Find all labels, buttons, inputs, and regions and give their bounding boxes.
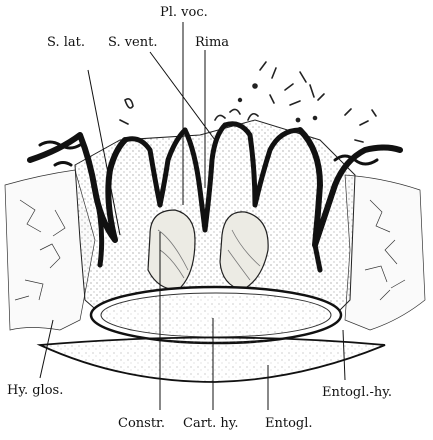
- label-hy-glos: Hy. glos.: [7, 384, 63, 397]
- label-constr: Constr.: [118, 417, 165, 430]
- label-entogl-hy: Entogl.-hy.: [322, 386, 392, 399]
- hyoid-cartilage: [91, 287, 341, 343]
- label-s-vent: S. vent.: [108, 36, 157, 49]
- connective-tissue-right: [345, 175, 425, 330]
- label-cart-hy: Cart. hy.: [183, 417, 239, 430]
- label-entogl: Entogl.: [265, 417, 313, 430]
- label-pl-voc: Pl. voc.: [160, 6, 208, 19]
- label-s-lat: S. lat.: [47, 36, 85, 49]
- label-rima: Rima: [195, 36, 229, 49]
